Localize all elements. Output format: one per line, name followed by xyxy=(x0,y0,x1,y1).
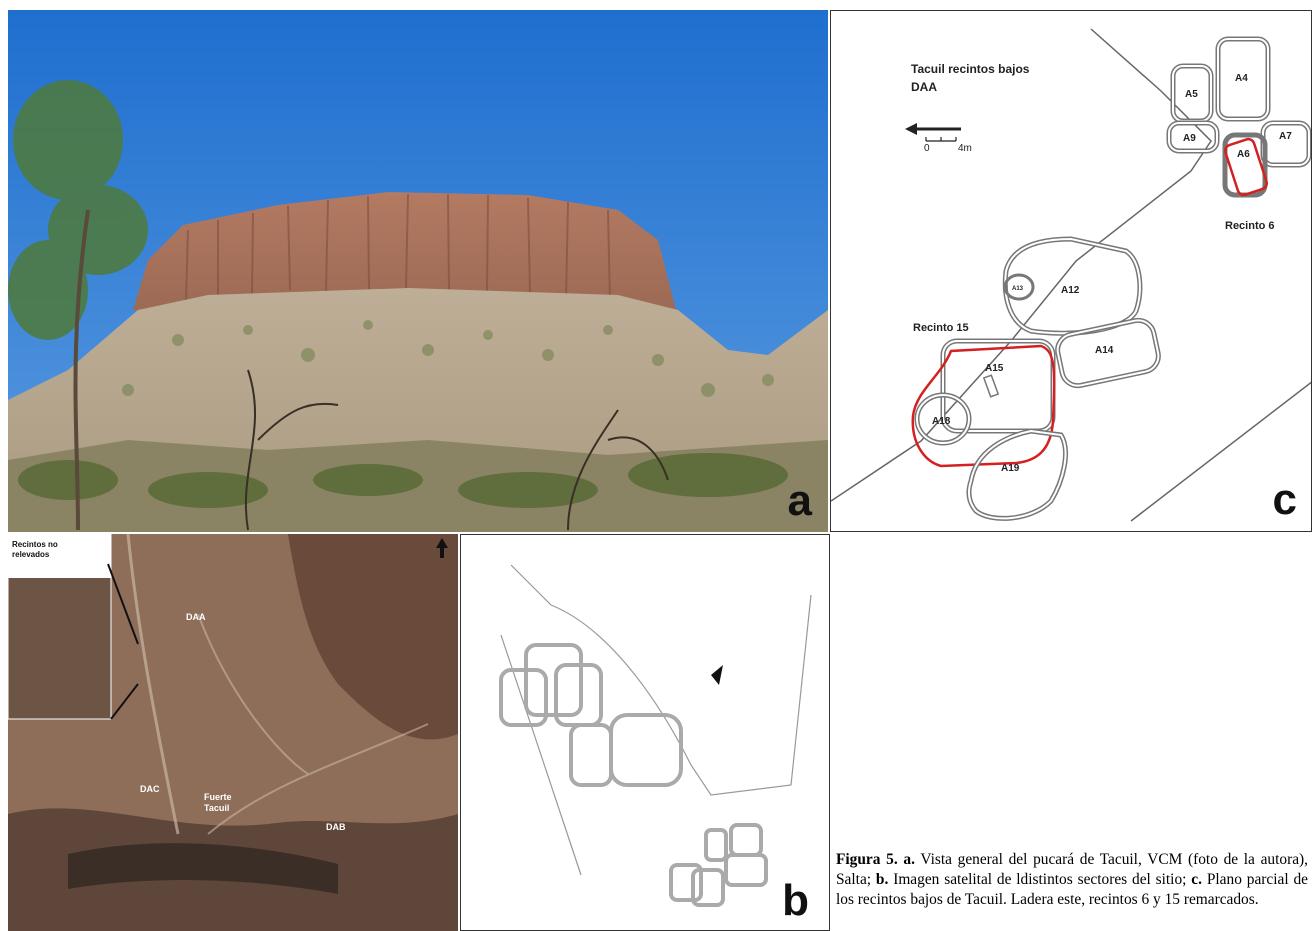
label-fuerte: Fuerte Tacuil xyxy=(204,792,232,813)
label-recinto-15: Recinto 15 xyxy=(913,322,969,334)
plan-title-1: Tacuil recintos bajos xyxy=(911,62,1030,76)
north-arrow-icon xyxy=(436,538,448,558)
label-a14: A14 xyxy=(1095,345,1114,356)
label-a6: A6 xyxy=(1237,149,1250,160)
label-a19: A19 xyxy=(1001,463,1020,474)
label-a7: A7 xyxy=(1279,131,1292,142)
panel-b-satellite: Recintos no relevados DAA DAC Fuerte Tac… xyxy=(8,534,458,931)
label-a12: A12 xyxy=(1061,285,1080,296)
unit-a7 xyxy=(1260,120,1311,168)
recintos-plan: Tacuil recintos bajos DAA 0 4m A5 A4 A9 … xyxy=(831,28,1311,522)
panel-letter-a: a xyxy=(787,476,812,525)
satellite-image xyxy=(8,534,458,931)
sketch-boundary xyxy=(510,564,812,796)
panel-b-plan: b xyxy=(460,534,830,931)
caption-a-text: Vista general del pucará de Tacuil, VCM … xyxy=(836,851,1309,888)
label-a4: A4 xyxy=(1235,73,1248,84)
north-arrow-icon xyxy=(711,665,723,685)
recinto-15-highlight xyxy=(911,344,1056,468)
panel-c-plan: Tacuil recintos bajos DAA 0 4m A5 A4 A9 … xyxy=(830,10,1312,532)
label-a13: A13 xyxy=(1012,286,1024,292)
boundary-line-east xyxy=(1130,381,1311,522)
label-a15: A15 xyxy=(985,363,1004,374)
panel-letter-b: b xyxy=(782,876,809,925)
scale-max: 4m xyxy=(958,143,972,154)
label-a18: A18 xyxy=(932,416,951,427)
caption-fig: Figura 5. xyxy=(836,851,898,868)
label-a9: A9 xyxy=(1183,133,1196,144)
label-a5: A5 xyxy=(1185,89,1198,100)
site-sketch xyxy=(499,564,812,907)
label-dab: DAB xyxy=(326,822,346,832)
scale-zero: 0 xyxy=(924,143,930,154)
caption-a-label: a. xyxy=(903,851,915,868)
label-dac: DAC xyxy=(140,784,160,794)
plan-title-2: DAA xyxy=(911,80,937,94)
panel-a-photo: a xyxy=(8,10,828,532)
boundary-line xyxy=(831,28,1212,502)
caption-c-label: c. xyxy=(1191,871,1202,888)
panel-letter-c: c xyxy=(1272,475,1297,524)
caption-b-text: Imagen satelital de ldistintos sectores … xyxy=(893,871,1187,888)
caption-b-label: b. xyxy=(875,871,889,888)
inset-label: Recintos no relevados xyxy=(12,540,58,559)
unit-a13 xyxy=(1003,273,1035,301)
unit-a19 xyxy=(966,428,1069,521)
label-recinto-6: Recinto 6 xyxy=(1225,220,1275,232)
mesa-photo xyxy=(8,10,828,532)
figure-caption: Figura 5. a. Vista general del pucará de… xyxy=(836,850,1308,910)
recinto-6-highlight xyxy=(1224,137,1268,197)
label-daa: DAA xyxy=(186,612,206,622)
caption-c-text: Plano parcial de los recintos bajos de T… xyxy=(836,871,1308,908)
sketch-line xyxy=(500,634,582,876)
